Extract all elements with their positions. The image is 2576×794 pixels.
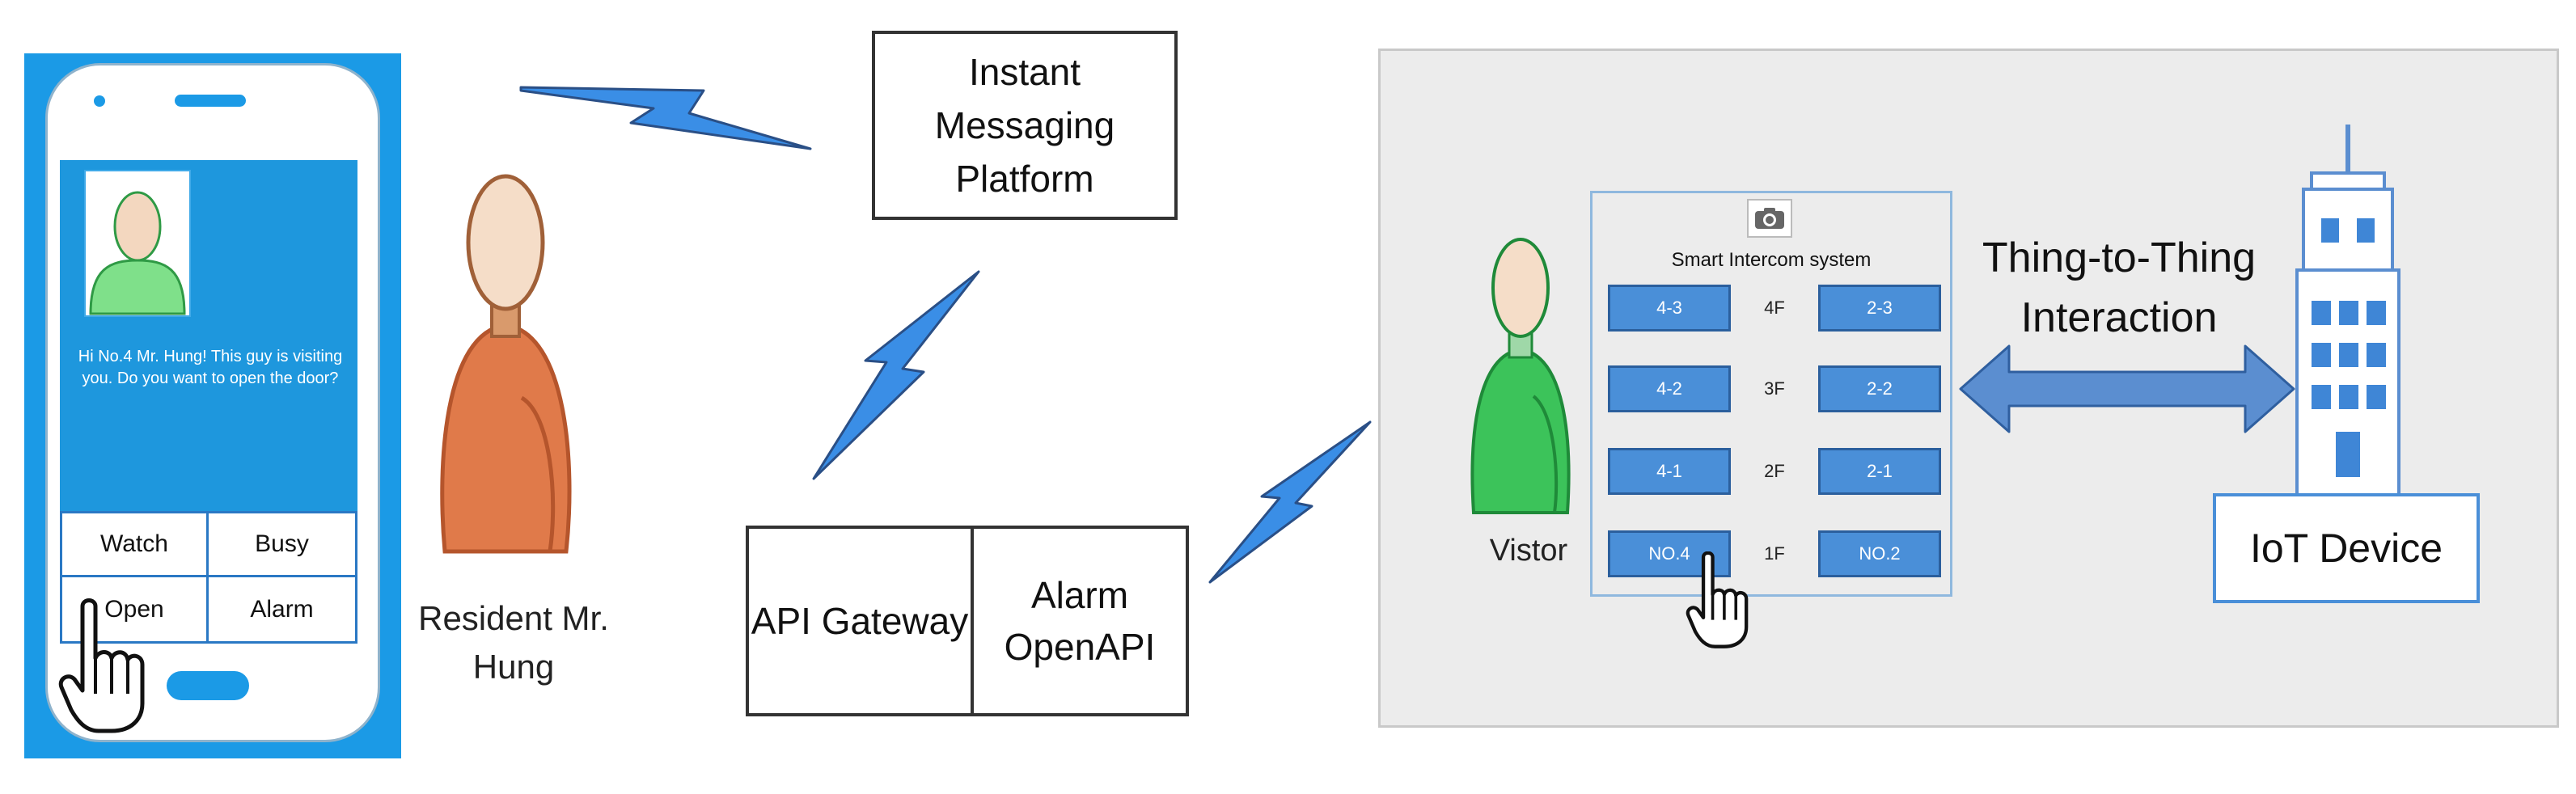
visitor-person-icon: [1470, 238, 1571, 514]
busy-button[interactable]: Busy: [209, 513, 355, 577]
floor-label: 4F: [1764, 298, 1785, 318]
resident-person-icon: [440, 174, 572, 554]
unit-button[interactable]: 4-1: [1608, 448, 1731, 495]
thing-to-thing-label: Thing-to-Thing Interaction: [1982, 234, 2257, 341]
iot-device-box: IoT Device: [2213, 493, 2480, 603]
floor-label: 1F: [1764, 543, 1785, 564]
hand-cursor-icon: [1686, 551, 1749, 648]
phone-home-button[interactable]: [167, 671, 249, 700]
api-box: API Gateway Alarm OpenAPI: [746, 526, 1189, 716]
api-gateway-label: API Gateway: [749, 529, 974, 713]
hand-cursor-icon: [58, 598, 145, 733]
intercom-row: NO.4 1F NO.2: [1608, 530, 1941, 577]
watch-button[interactable]: Watch: [62, 513, 209, 577]
unit-button[interactable]: NO.2: [1818, 530, 1941, 577]
lightning-icon: [812, 270, 980, 480]
phone-message: Hi No.4 Mr. Hung! This guy is visiting y…: [78, 348, 343, 387]
phone-speaker-icon: [175, 95, 246, 107]
building-icon: [2295, 125, 2400, 498]
unit-button[interactable]: 2-3: [1818, 285, 1941, 332]
intercom-row: 4-1 2F 2-1: [1608, 448, 1941, 495]
double-arrow-icon: [1959, 344, 2295, 433]
visitor-avatar: [84, 170, 191, 317]
resident-label: Resident Mr. Hung: [418, 599, 609, 686]
lightning-icon: [1208, 420, 1372, 584]
intercom-title: Smart Intercom system: [1671, 249, 1872, 271]
im-platform-label: Instant Messaging Platform: [934, 51, 1115, 200]
floor-label: 2F: [1764, 461, 1785, 481]
intercom-row: 4-2 3F 2-2: [1608, 365, 1941, 412]
intercom-row: 4-3 4F 2-3: [1608, 285, 1941, 332]
im-platform-box: Instant Messaging Platform: [872, 31, 1178, 220]
phone-camera-icon: [94, 95, 105, 107]
camera-icon: [1747, 199, 1792, 238]
unit-button[interactable]: 4-2: [1608, 365, 1731, 412]
unit-button[interactable]: 4-3: [1608, 285, 1731, 332]
person-icon: [89, 191, 186, 315]
alarm-openapi-label: Alarm OpenAPI: [1004, 574, 1156, 668]
lightning-icon: [519, 86, 812, 150]
floor-label: 3F: [1764, 378, 1785, 399]
unit-button[interactable]: 2-2: [1818, 365, 1941, 412]
open-button[interactable]: Open: [62, 577, 209, 641]
visitor-label: Vistor: [1489, 534, 1568, 568]
alarm-button[interactable]: Alarm: [250, 595, 314, 623]
phone-button-grid: Watch Busy Open Alarm: [60, 511, 357, 644]
iot-device-label: IoT Device: [2249, 526, 2443, 571]
unit-button[interactable]: 2-1: [1818, 448, 1941, 495]
